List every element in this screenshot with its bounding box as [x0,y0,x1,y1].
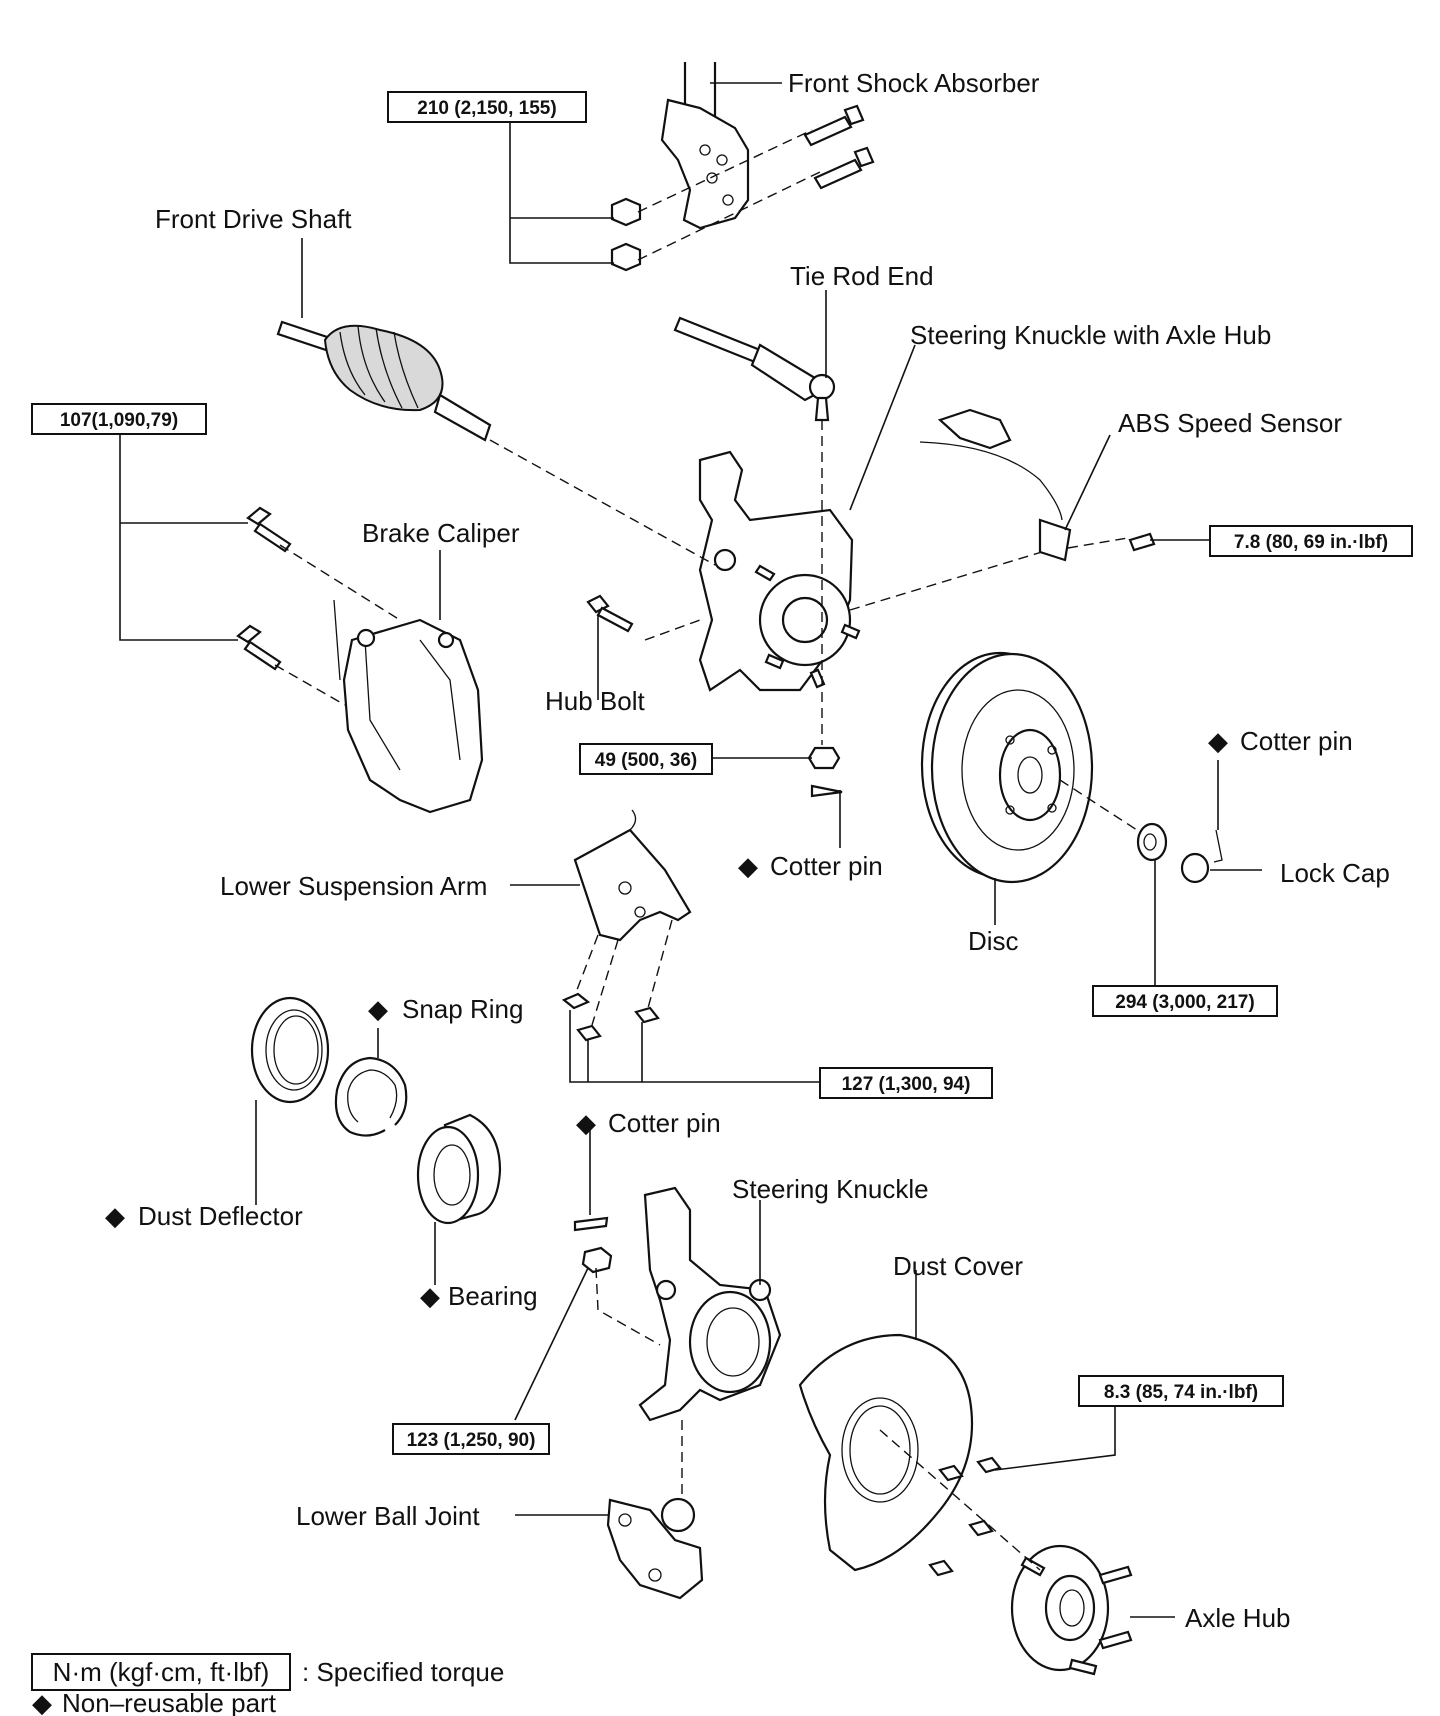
label-cotter-pin-mid-text: Cotter pin [770,851,883,881]
torque-value-ball-joint: 123 (1,250, 90) [407,1430,536,1451]
legend-unit-text: N·m (kgf·cm, ft·lbf) [53,1657,270,1687]
brake-caliper-drawing [236,506,484,814]
dust-cover-bolts-drawing [928,1456,1002,1577]
dust-deflector-drawing [250,996,330,1104]
snap-ring-drawing [334,1056,408,1137]
non-reusable-diamond-icon: ◆ [576,1108,596,1138]
non-reusable-diamond-icon: ◆ [738,851,758,881]
torque-value-axle-nut: 294 (3,000, 217) [1115,992,1254,1013]
label-steering-knuckle: Steering Knuckle [732,1174,929,1204]
label-cotter-pin-mid: ◆ Cotter pin [738,851,883,881]
label-snap-ring-text: Snap Ring [402,994,523,1024]
legend: N·m (kgf·cm, ft·lbf) : Specified torque … [31,1653,504,1716]
label-cotter-pin-right-text: Cotter pin [1240,726,1353,756]
torque-box-axle-nut: 294 (3,000, 217) [1092,985,1278,1017]
front-drive-shaft-drawing [276,320,492,442]
torque-value-abs: 7.8 (80, 69 in.·lbf) [1234,532,1388,553]
torque-value-caliper: 107(1,090,79) [60,410,178,431]
hub-bolt-drawing [586,594,634,633]
axle-nut-drawing [1136,822,1223,884]
label-steering-knuckle-with-axle-hub: Steering Knuckle with Axle Hub [910,320,1271,350]
torque-specs: 210 (2,150, 155) 107(1,090,79) 7.8 (80, … [31,91,1413,1455]
label-tie-rod-end: Tie Rod End [790,261,934,291]
torque-box-shock: 210 (2,150, 155) [387,91,587,123]
label-cotter-pin-lower: ◆ Cotter pin [576,1108,721,1138]
torque-box-ball-joint: 123 (1,250, 90) [392,1423,550,1455]
arm-bolts-drawing [561,992,660,1042]
label-dust-deflector-text: Dust Deflector [138,1201,303,1231]
torque-box-arm: 127 (1,300, 94) [819,1067,993,1099]
legend-non-reusable: Non–reusable part [62,1688,277,1716]
legend-specified-torque: : Specified torque [302,1657,504,1687]
legend-unit-box [31,1653,291,1691]
label-bearing-text: Bearing [448,1281,538,1311]
legend-diamond-icon: ◆ [32,1688,52,1716]
dust-cover-drawing [798,1333,974,1572]
label-abs-speed-sensor: ABS Speed Sensor [1118,408,1342,438]
bearing-drawing [416,1113,502,1225]
axle-hub-drawing [1010,1544,1133,1676]
disc-drawing [920,651,1094,884]
torque-value-arm: 127 (1,300, 94) [842,1074,971,1095]
label-dust-deflector: ◆ Dust Deflector [105,1201,303,1231]
non-reusable-diamond-icon: ◆ [368,994,388,1024]
label-dust-cover: Dust Cover [893,1251,1023,1281]
torque-value-tie-rod: 49 (500, 36) [595,750,697,771]
torque-box-tie-rod: 49 (500, 36) [579,743,713,775]
torque-value-dust-cover: 8.3 (85, 74 in.·lbf) [1104,1382,1258,1403]
steering-knuckle-with-axle-hub-drawing [698,450,861,692]
non-reusable-diamond-icon: ◆ [1208,726,1228,756]
label-cotter-pin-lower-text: Cotter pin [608,1108,721,1138]
tie-rod-nut-drawing [807,746,843,798]
label-axle-hub: Axle Hub [1185,1603,1291,1633]
lower-ball-joint-nut-drawing [573,1216,613,1274]
torque-box-abs: 7.8 (80, 69 in.·lbf) [1209,525,1413,557]
abs-speed-sensor-drawing [919,408,1156,562]
label-snap-ring: ◆ Snap Ring [368,994,523,1024]
lower-suspension-arm-drawing [573,809,692,942]
label-lower-ball-joint: Lower Ball Joint [296,1501,480,1531]
non-reusable-diamond-icon: ◆ [420,1281,440,1311]
non-reusable-diamond-icon: ◆ [105,1201,125,1231]
shock-bolts-drawing [610,104,875,272]
label-cotter-pin-right: ◆ Cotter pin [1208,726,1353,756]
torque-value-shock: 210 (2,150, 155) [417,98,556,119]
label-hub-bolt: Hub Bolt [545,686,645,716]
lower-ball-joint-drawing [606,1497,704,1600]
label-disc: Disc [968,926,1019,956]
label-lower-suspension-arm: Lower Suspension Arm [220,871,487,901]
torque-box-dust-cover: 8.3 (85, 74 in.·lbf) [1078,1375,1284,1407]
steering-knuckle-drawing [638,1186,782,1422]
label-bearing: ◆ Bearing [420,1281,538,1311]
label-lock-cap: Lock Cap [1280,858,1390,888]
label-front-shock-absorber: Front Shock Absorber [788,68,1040,98]
leader-lines [119,82,1262,1618]
part-labels: Front Shock Absorber Front Drive Shaft T… [105,68,1390,1633]
torque-box-caliper: 107(1,090,79) [31,403,207,435]
label-front-drive-shaft: Front Drive Shaft [155,204,352,234]
tie-rod-end-drawing [673,316,836,422]
front-shock-absorber-drawing [660,62,750,230]
label-brake-caliper: Brake Caliper [362,518,520,548]
